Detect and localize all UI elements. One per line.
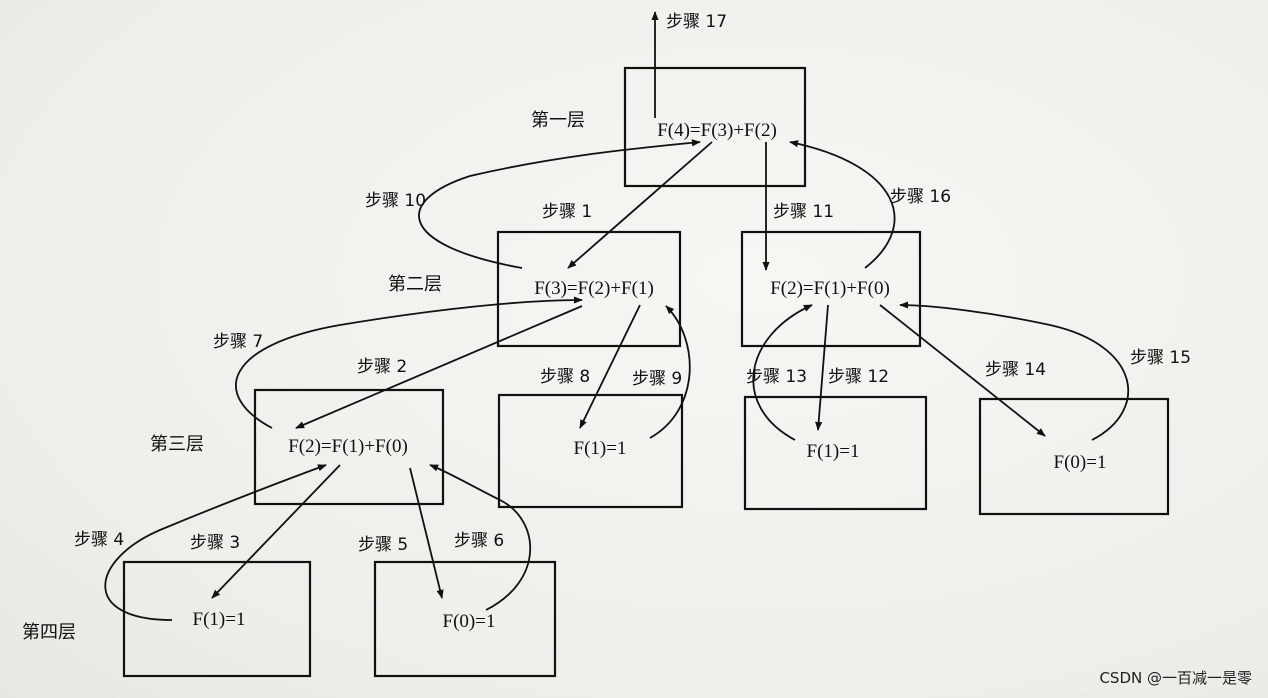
node-box-f0-bottom (373, 560, 557, 678)
node-f0-bottom: F(0)=1 (443, 611, 496, 632)
step-label-11: 步骤 11 (773, 202, 834, 222)
node-box-f1-bottom (122, 560, 312, 678)
arrow-step-7 (235, 296, 583, 429)
arrow-step-2 (295, 305, 583, 429)
step-label-13: 步骤 13 (746, 367, 807, 387)
step-label-3: 步骤 3 (190, 533, 240, 553)
node-box-f0-right (978, 397, 1170, 516)
arrow-step-13 (752, 304, 813, 441)
arrow-step-1 (567, 141, 713, 269)
arrow-step-5 (409, 467, 444, 599)
node-f1-right: F(1)=1 (807, 441, 860, 462)
arrow-step-10 (418, 139, 701, 269)
arrow-step-12 (815, 304, 829, 431)
node-box-f1-right (743, 395, 928, 511)
node-box-f2-left (253, 388, 445, 506)
layer-label-fourth: 第四层 (22, 622, 76, 643)
step-label-1: 步骤 1 (542, 202, 592, 222)
node-f1-bottom: F(1)=1 (193, 609, 246, 630)
layer-label-second: 第二层 (388, 274, 442, 295)
step-label-16: 步骤 16 (890, 187, 951, 207)
step-label-14: 步骤 14 (985, 360, 1046, 380)
step-label-6: 步骤 6 (454, 531, 504, 551)
step-label-2: 步骤 2 (357, 357, 407, 377)
node-f1-mid: F(1)=1 (574, 438, 627, 459)
step-label-15: 步骤 15 (1130, 348, 1191, 368)
node-f0-right: F(0)=1 (1054, 452, 1107, 473)
step-label-4: 步骤 4 (74, 530, 124, 550)
layer-label-third: 第三层 (150, 434, 204, 455)
node-box-f3 (496, 230, 682, 348)
step-label-12: 步骤 12 (828, 367, 889, 387)
step-label-7: 步骤 7 (213, 332, 263, 352)
node-box-f2-right (740, 230, 922, 348)
step-label-10: 步骤 10 (365, 191, 426, 211)
node-f4: F(4)=F(3)+F(2) (657, 120, 777, 141)
arrow-step-9 (649, 305, 691, 439)
step-label-9: 步骤 9 (632, 369, 682, 389)
arrow-step-14 (879, 304, 1046, 437)
arrow-step-15 (899, 301, 1130, 441)
node-box-f4 (623, 66, 807, 188)
node-box-f1-mid (497, 393, 684, 509)
arrow-step-8 (579, 304, 641, 429)
arrow-step-16 (789, 140, 896, 269)
arrow-step-4 (104, 464, 327, 621)
step-label-8: 步骤 8 (540, 367, 590, 387)
node-f2-left: F(2)=F(1)+F(0) (288, 436, 408, 457)
layer-label-first: 第一层 (531, 110, 585, 131)
arrow-step-6 (429, 464, 532, 611)
watermark: CSDN @一百减一是零 (1099, 669, 1252, 687)
arrow-step-3 (211, 464, 341, 599)
node-f2-right: F(2)=F(1)+F(0) (770, 278, 890, 299)
step-label-17: 步骤 17 (666, 12, 727, 32)
node-f3: F(3)=F(2)+F(1) (534, 278, 654, 299)
step-label-5: 步骤 5 (358, 535, 408, 555)
